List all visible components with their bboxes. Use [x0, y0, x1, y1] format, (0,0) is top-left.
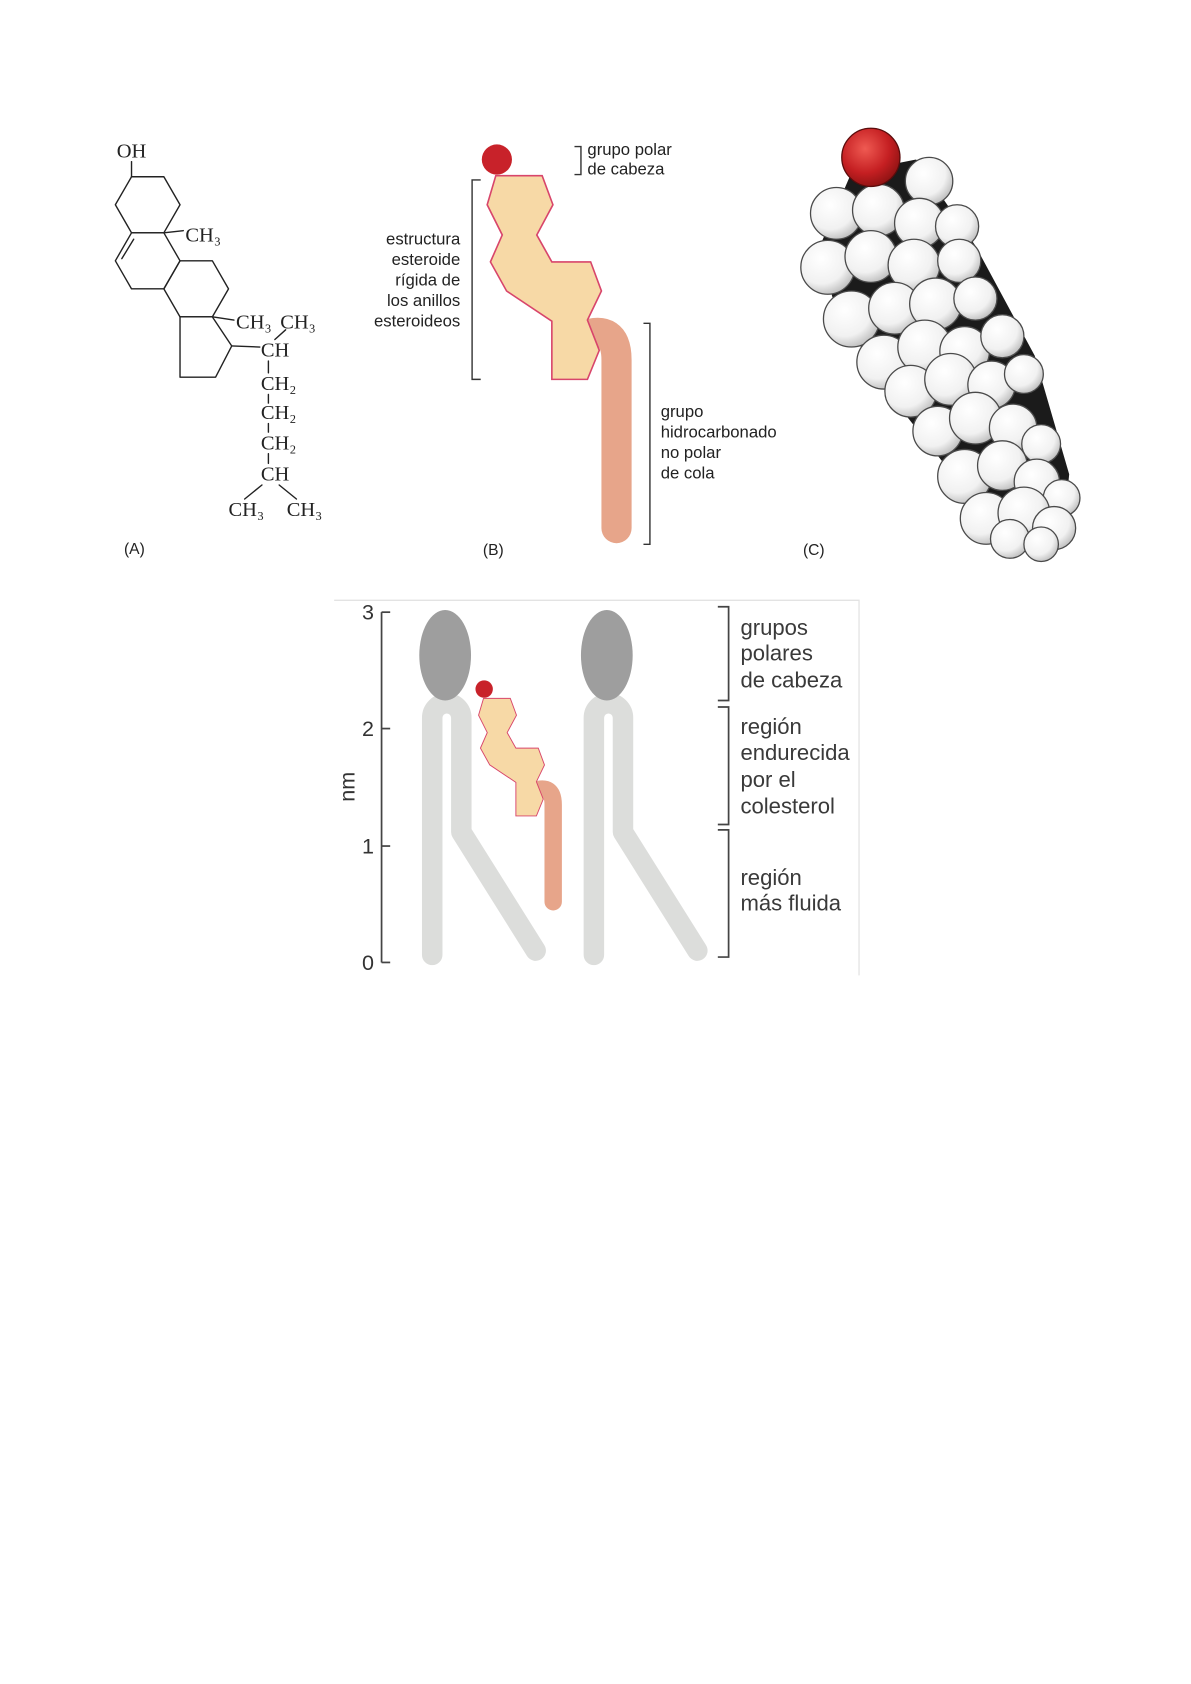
- hydrogen-sphere: [938, 239, 981, 282]
- region-label-line: región: [740, 714, 801, 739]
- polar-head-circle: [482, 144, 512, 174]
- polar-head-label-1: grupo polar: [587, 140, 672, 159]
- panel-b-label: (B): [483, 542, 504, 559]
- chain-methyl-right: CH₃: [287, 499, 323, 521]
- phospholipid-head: [419, 610, 471, 701]
- tail-label-1: grupo: [661, 402, 704, 421]
- oxygen-sphere: [842, 128, 900, 186]
- chain-ch2-2: CH₂: [261, 402, 297, 424]
- hydrogen-sphere: [1005, 355, 1044, 394]
- cholesterol-head: [475, 680, 492, 697]
- panel-c-label: (C): [803, 542, 825, 559]
- chain-methyl-top: CH₃: [280, 312, 316, 334]
- panel-a-label: (A): [124, 541, 145, 558]
- hydrogen-sphere: [1022, 425, 1061, 464]
- polar-head-label-2: de cabeza: [587, 160, 665, 179]
- tail-label-4: de cola: [661, 464, 716, 483]
- chain-ch-2: CH: [261, 464, 290, 486]
- hydrogen-sphere: [905, 157, 952, 204]
- methyl-label-ab: CH₃: [185, 224, 221, 246]
- tail-label-3: no polar: [661, 443, 722, 462]
- steroid-label-5: esteroideos: [374, 312, 460, 331]
- y-tick-label-0: 0: [362, 950, 374, 975]
- hydroxyl-label: OH: [117, 140, 147, 162]
- steroid-label-2: esteroide: [392, 250, 461, 269]
- hydrogen-sphere: [981, 315, 1024, 358]
- phospholipid-head: [581, 610, 633, 701]
- chain-ch2-3: CH₂: [261, 432, 297, 454]
- steroid-label-1: estructura: [386, 230, 461, 249]
- hydrogen-sphere: [1024, 527, 1058, 561]
- region-label-line: de cabeza: [740, 668, 843, 693]
- chain-ch-1: CH: [261, 340, 290, 362]
- region-label-line: polares: [740, 641, 812, 666]
- steroid-label-4: los anillos: [387, 291, 460, 310]
- region-label-line: más fluida: [740, 891, 841, 916]
- methyl-label-cd: CH₃: [236, 312, 272, 334]
- region-label-line: por el: [740, 767, 795, 792]
- y-tick-label-1: 1: [362, 834, 374, 859]
- region-label-line: grupos: [740, 615, 808, 640]
- y-axis-label: nm: [335, 772, 360, 802]
- hydrogen-sphere: [990, 519, 1029, 558]
- chain-ch2-1: CH₂: [261, 373, 297, 395]
- region-label-line: endurecida: [740, 740, 850, 765]
- y-tick-label-3: 3: [362, 600, 374, 625]
- tail-label-2: hidrocarbonado: [661, 423, 777, 442]
- region-label-line: colesterol: [740, 794, 835, 819]
- y-tick-label-2: 2: [362, 716, 374, 741]
- hydrogen-sphere: [954, 277, 997, 320]
- region-label-line: región: [740, 865, 801, 890]
- chain-methyl-left: CH₃: [229, 499, 265, 521]
- steroid-label-3: rígida de: [395, 271, 460, 290]
